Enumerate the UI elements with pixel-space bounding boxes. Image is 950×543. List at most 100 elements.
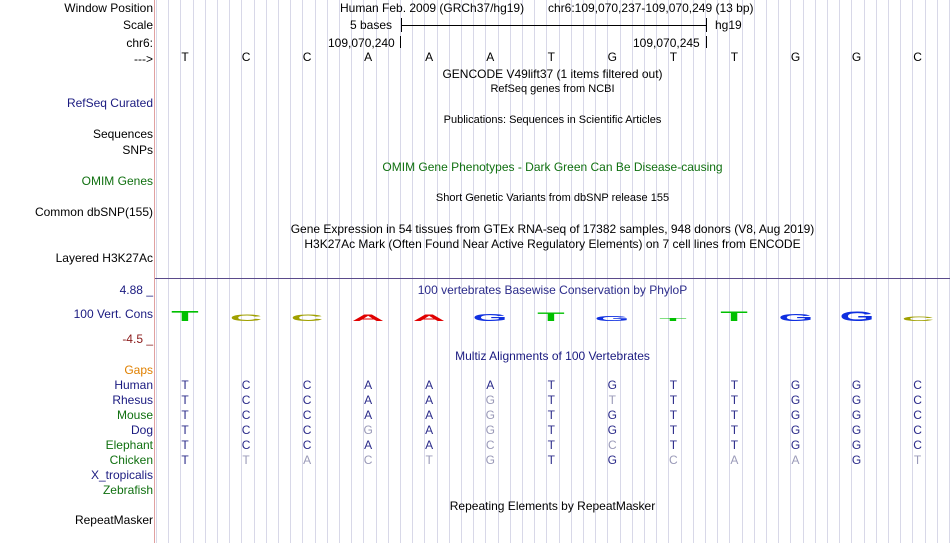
species-label[interactable]: Elephant bbox=[105, 438, 153, 452]
alignment-base: T bbox=[730, 423, 739, 437]
alignment-base: C bbox=[241, 378, 251, 392]
gaps-label[interactable]: Gaps bbox=[124, 363, 153, 377]
scale-label: Scale bbox=[122, 18, 153, 32]
repeatmasker-label[interactable]: RepeatMasker bbox=[74, 513, 153, 527]
alignment-base: C bbox=[302, 408, 312, 422]
grid-line bbox=[607, 0, 608, 543]
dbsnp-track-title[interactable]: Short Genetic Variants from dbSNP releas… bbox=[435, 192, 670, 204]
grid-line bbox=[790, 0, 791, 543]
grid-line bbox=[754, 0, 755, 543]
alignment-base: G bbox=[790, 423, 801, 437]
grid-line bbox=[876, 0, 877, 543]
grid-line bbox=[900, 0, 901, 543]
alignment-base: T bbox=[669, 423, 678, 437]
alignment-base: T bbox=[669, 408, 678, 422]
alignment-base: C bbox=[669, 453, 678, 467]
phylop-track-title[interactable]: 100 vertebrates Basewise Conservation by… bbox=[417, 283, 688, 297]
alignment-base: T bbox=[242, 453, 250, 467]
sequence-base: A bbox=[364, 50, 373, 64]
species-label[interactable]: Dog bbox=[130, 423, 153, 437]
species-label[interactable]: Chicken bbox=[109, 453, 153, 467]
alignment-base: A bbox=[364, 378, 373, 392]
conservation-logo-letter: C bbox=[896, 309, 940, 323]
grid-line bbox=[705, 0, 706, 543]
alignment-base: G bbox=[790, 393, 801, 407]
species-label[interactable]: X_tropicalis bbox=[90, 468, 153, 482]
svg-text:G: G bbox=[839, 309, 874, 323]
alignment-base: T bbox=[730, 438, 739, 452]
coord-left-tick bbox=[400, 36, 401, 48]
conservation-logo-letter: A bbox=[346, 309, 390, 323]
strand-label[interactable]: ---> bbox=[134, 52, 153, 66]
sequences-label[interactable]: Sequences bbox=[92, 127, 153, 141]
window-position-label: Window Position bbox=[64, 1, 153, 15]
conservation-label[interactable]: 100 Vert. Cons bbox=[73, 307, 153, 321]
sequence-base: G bbox=[851, 50, 862, 64]
alignment-base: A bbox=[791, 453, 800, 467]
alignment-base: A bbox=[364, 438, 373, 452]
grid-line bbox=[559, 0, 560, 543]
refseq-label[interactable]: RefSeq Curated bbox=[66, 96, 153, 110]
grid-line bbox=[315, 0, 316, 543]
alignment-base: G bbox=[851, 438, 862, 452]
grid-line bbox=[400, 0, 401, 543]
alignment-base: C bbox=[913, 378, 922, 392]
grid-line bbox=[595, 0, 596, 543]
alignment-base: A bbox=[425, 408, 434, 422]
alignment-base: T bbox=[547, 378, 555, 392]
alignment-base: T bbox=[547, 438, 555, 452]
alignment-base: G bbox=[851, 423, 862, 437]
scale-text: 5 bases bbox=[350, 18, 393, 32]
alignment-base: T bbox=[547, 408, 555, 422]
grid-line bbox=[193, 0, 194, 543]
gtex-track-title[interactable]: Gene Expression in 54 tissues from GTEx … bbox=[290, 222, 815, 236]
omim-track-title[interactable]: OMIM Gene Phenotypes - Dark Green Can Be… bbox=[382, 160, 723, 174]
layered-h3k27ac-label[interactable]: Layered H3K27Ac bbox=[55, 251, 153, 265]
omim-label[interactable]: OMIM Genes bbox=[81, 174, 153, 188]
alignment-base: G bbox=[851, 453, 862, 467]
grid-line bbox=[254, 0, 255, 543]
grid-line bbox=[827, 0, 828, 543]
alignment-base: C bbox=[913, 423, 922, 437]
window-position-value: chr6:109,070,237-109,070,249 (13 bp) bbox=[548, 1, 754, 15]
grid-line bbox=[925, 0, 926, 543]
h3k27ac-track-title[interactable]: H3K27Ac Mark (Often Found Near Active Re… bbox=[304, 237, 801, 251]
multiz-track-title[interactable]: Multiz Alignments of 100 Vertebrates bbox=[455, 349, 650, 363]
grid-line bbox=[766, 0, 767, 543]
coord-left: 109,070,240 bbox=[328, 36, 395, 50]
gencode-track-title[interactable]: GENCODE V49lift37 (1 items filtered out) bbox=[442, 67, 663, 81]
alignment-base: T bbox=[181, 408, 189, 422]
common-dbsnp-label[interactable]: Common dbSNP(155) bbox=[34, 205, 153, 219]
alignment-base: C bbox=[302, 438, 312, 452]
alignment-base: G bbox=[851, 393, 862, 407]
grid-line bbox=[937, 0, 938, 543]
grid-line bbox=[302, 0, 303, 543]
alignment-base: A bbox=[364, 393, 373, 407]
species-label[interactable]: Rhesus bbox=[112, 393, 153, 407]
alignment-base: G bbox=[607, 453, 618, 467]
alignment-base: A bbox=[364, 408, 373, 422]
sequence-base: C bbox=[302, 50, 312, 64]
species-label[interactable]: Zebrafish bbox=[102, 483, 153, 497]
publications-track-title[interactable]: Publications: Sequences in Scientific Ar… bbox=[443, 114, 662, 126]
alignment-base: T bbox=[669, 393, 678, 407]
grid-line bbox=[729, 0, 730, 543]
grid-line bbox=[461, 0, 462, 543]
alignment-base: T bbox=[425, 453, 433, 467]
species-label[interactable]: Human bbox=[114, 378, 153, 392]
grid-line bbox=[351, 0, 352, 543]
snps-label[interactable]: SNPs bbox=[122, 143, 153, 157]
grid-line bbox=[168, 0, 169, 543]
alignment-base: C bbox=[363, 453, 373, 467]
chrom-label: chr6: bbox=[126, 36, 153, 50]
repeatmasker-track-title[interactable]: Repeating Elements by RepeatMasker bbox=[449, 499, 656, 513]
svg-text:A: A bbox=[352, 313, 384, 323]
species-label[interactable]: Mouse bbox=[116, 408, 153, 422]
grid-line bbox=[644, 0, 645, 543]
grid-line bbox=[485, 0, 486, 543]
conservation-logo-letter: C bbox=[285, 309, 329, 323]
refseq-track-title[interactable]: RefSeq genes from NCBI bbox=[490, 83, 615, 95]
sequence-base: G bbox=[790, 50, 801, 64]
grid-line bbox=[778, 0, 779, 543]
grid-line bbox=[473, 0, 474, 543]
